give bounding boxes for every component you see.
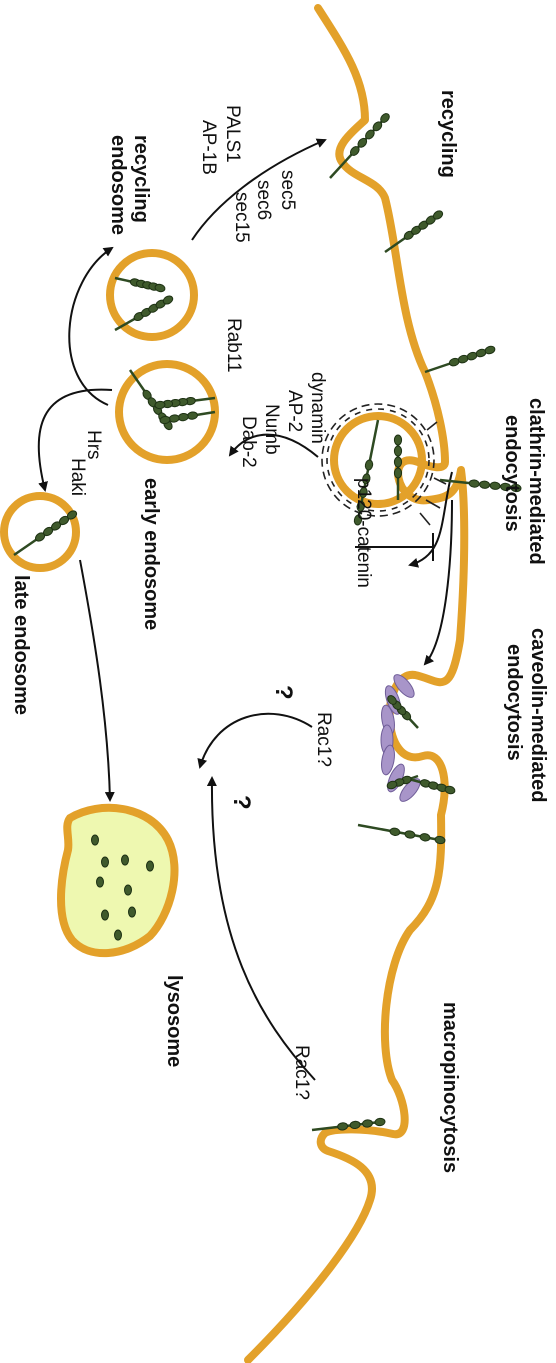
receptor-bead [432,210,444,220]
receptor-bead [357,137,368,148]
caveolin-label-2: endocytosis [503,644,525,761]
receptor-bead [484,345,496,355]
receptor-bead [364,459,374,471]
clathrin-to-early-arrow [228,433,319,458]
p120-inhibition [355,533,434,561]
receptor-bead [356,500,365,512]
lysosome-cargo [101,909,109,921]
dynamin-label: dynamin [307,372,328,444]
lysosome-label: lysosome [163,975,185,1067]
plasma-membrane [244,4,469,1363]
lysosome [57,803,179,957]
receptor-bead [362,473,371,485]
receptor-bead [393,434,403,446]
early-to-recycling-arrow [68,246,114,406]
clathrin-label-2: endocytosis [501,415,523,532]
hrs-label: Hrs [83,430,104,460]
caveolin-label-1: caveolin-mediated [527,628,549,803]
recycling-endosome-label-2: endosome [107,135,129,235]
numb-label: Numb [261,404,282,455]
late-endosome-label: late endosome [10,575,32,715]
lysosome-cargo [114,929,122,941]
receptor-bead [372,121,383,132]
receptor-bead [468,479,480,488]
early-endosome-label: early endosome [140,478,162,630]
lysosome-cargo [146,860,154,872]
lysosome-cargo [124,884,132,896]
recycling-endosome-label-1: recycling [130,135,152,223]
question-mark-2: ? [228,795,255,810]
receptor-bead [168,414,180,423]
sec5-label: sec5 [277,170,298,210]
rac1-macro-label: Rac1? [291,1045,312,1100]
clathrin-vesicle [330,412,426,508]
receptor-bead [419,833,431,842]
early-endosome-vesicle [115,360,219,464]
rac1-caveolin-label: Rac1? [313,712,334,767]
receptor-bead [386,780,398,790]
receptor-group [13,113,522,1132]
lysosome-cargo [91,834,99,846]
ap2-label: AP-2 [284,390,305,432]
pals1-label: PALS1 [222,105,243,163]
receptor-bead [365,129,375,140]
receptor-bead [66,510,78,520]
macropinocytosis-label: macropinocytosis [439,1002,461,1173]
recycling-arrow [191,138,327,241]
receptor-bead [380,113,390,123]
macro-to-early-arrow [206,776,316,1081]
receptor-bead [162,295,174,305]
recycling-label: recycling [437,90,459,178]
receptor-bead [489,481,501,490]
receptor-bead [444,785,456,795]
dab2-label: Dab-2 [238,416,259,468]
receptor-bead [353,514,363,526]
lysosome-cargo [121,854,129,866]
receptor-bead [349,1120,361,1130]
receptor-bead [154,283,166,293]
caveolin-coat [380,674,421,802]
lysosome-cargo [96,876,104,888]
receptor-bead [374,1117,386,1127]
early-to-late-arrow [37,388,113,492]
receptor-bead [154,400,166,410]
receptor-bead [434,835,446,845]
receptor-bead [362,1119,373,1128]
lysosome-cargo [101,856,109,868]
receptor-bead [404,830,416,839]
receptor-bead [187,411,198,420]
lysosome-cargo [128,906,136,918]
receptor-bead [350,146,360,156]
receptor-bead [159,415,171,425]
receptor-bead [337,1122,349,1131]
caveolin-to-early-arrow [197,712,313,769]
late-to-lysosome-arrow [79,559,115,802]
sec15-label: sec15 [231,192,252,243]
receptor-bead [479,480,491,489]
sec6-label: sec6 [253,180,274,220]
rab11-label: Rab11 [223,318,244,373]
receptor-bead [393,456,403,468]
surface-to-clathrin-arrow [408,471,453,568]
haki-label: Haki [67,458,88,496]
receptor-bead [359,487,368,498]
receptor-bead [389,827,401,836]
receptor-bead [387,695,397,705]
receptor-bead [510,483,522,493]
ap1b-label: AP-1B [198,120,219,175]
receptor-bead [393,445,403,457]
late-endosome-vesicle [0,492,80,572]
receptor-bead [393,467,403,479]
question-mark-1: ? [270,685,297,700]
recycling-endosome-vesicle [106,249,198,341]
p120-label: p120-catenin [353,478,374,588]
clathrin-label-1: clathrin-mediated [525,398,547,565]
surface-to-caveolin-arrow [423,499,453,666]
